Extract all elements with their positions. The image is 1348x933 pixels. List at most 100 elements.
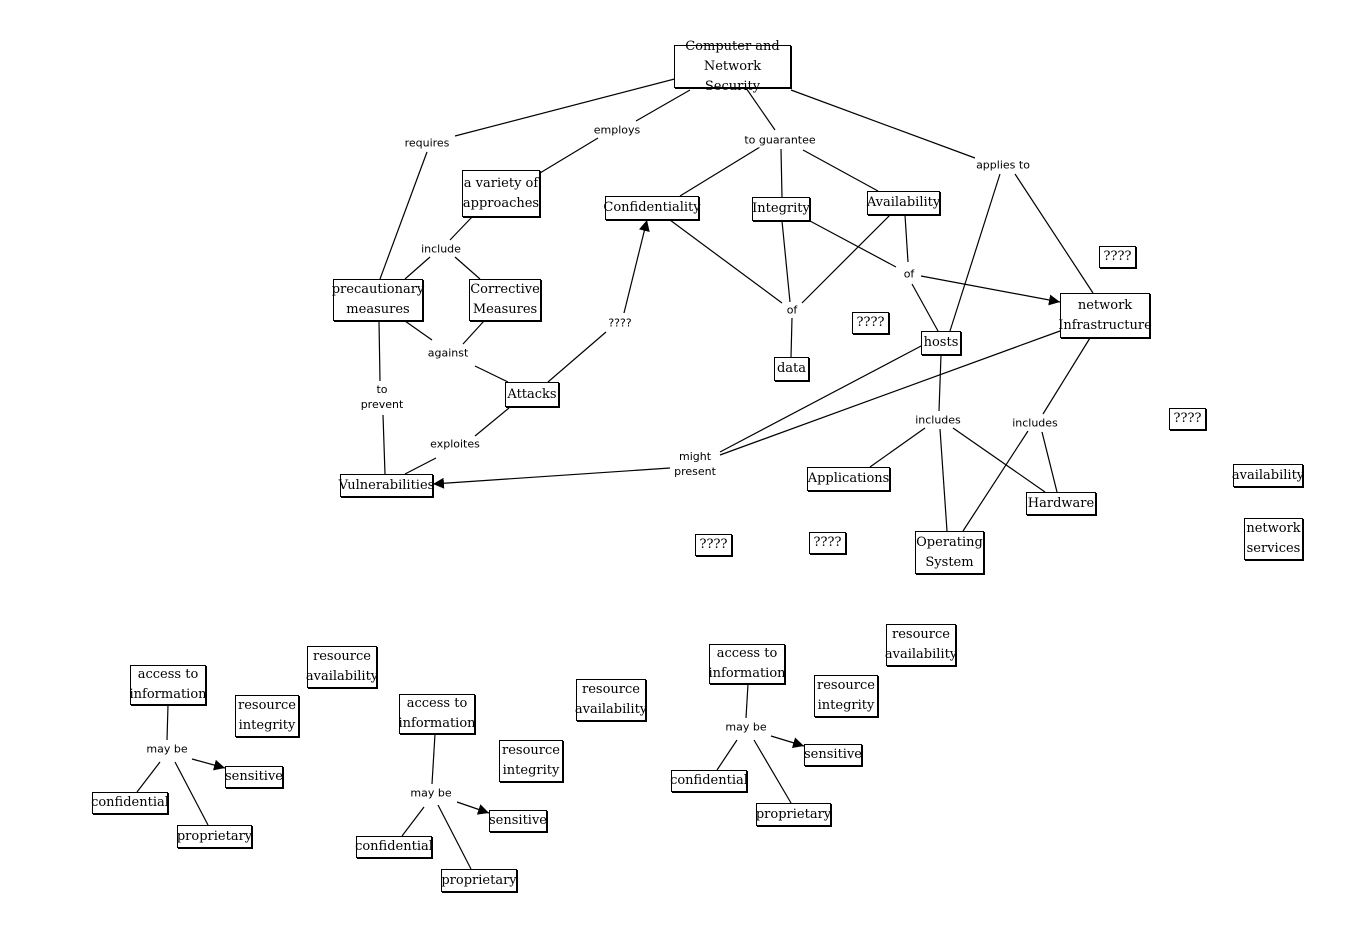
- node-c1-access-to-information[interactable]: access to information: [129, 665, 207, 705]
- node-variety-of-approaches[interactable]: a variety of approaches: [462, 170, 540, 217]
- link-label-of-data[interactable]: of: [785, 302, 799, 318]
- node-network-services[interactable]: network services: [1244, 518, 1303, 560]
- node-c3-resource-availability[interactable]: resource availability: [885, 624, 957, 666]
- node-c2-resource-availability[interactable]: resource availability: [575, 679, 647, 721]
- line-includes-operating-system-net: [962, 430, 1029, 532]
- line-guarantee-availability: [802, 149, 879, 192]
- line-guarantee-integrity: [780, 148, 783, 198]
- link-label-of-right[interactable]: of: [902, 266, 916, 282]
- line-c2-maybe-confidential: [401, 806, 425, 837]
- link-label-requires[interactable]: requires: [403, 135, 451, 151]
- line-hosts-might-present: [719, 344, 924, 453]
- node-attacks[interactable]: Attacks: [505, 382, 559, 407]
- node-hosts[interactable]: hosts: [921, 331, 961, 355]
- node-data[interactable]: data: [774, 357, 809, 381]
- node-vulnerabilities[interactable]: Vulnerabilities: [339, 474, 434, 497]
- line-guarantee-confidentiality: [679, 146, 761, 197]
- line-employs-approaches: [539, 137, 599, 174]
- node-c3-proprietary[interactable]: proprietary: [756, 803, 831, 826]
- line-precautionary-prevent: [378, 320, 381, 382]
- node-c3-resource-integrity[interactable]: resource integrity: [814, 675, 878, 717]
- line-precautionary-against: [404, 320, 433, 341]
- line-hosts-includes: [938, 354, 942, 412]
- line-includes-applications: [869, 427, 926, 468]
- line-cns-requires: [454, 74, 691, 137]
- node-c2-confidential[interactable]: confidential: [355, 836, 433, 858]
- node-corrective-measures[interactable]: Corrective Measures: [469, 279, 541, 321]
- node-c1-proprietary[interactable]: proprietary: [177, 825, 252, 848]
- node-network-infrastructure[interactable]: network Infrastructure: [1058, 293, 1152, 338]
- line-attacks-unknown: [547, 331, 607, 383]
- node-c1-resource-integrity[interactable]: resource integrity: [235, 695, 299, 737]
- link-label-might-present[interactable]: might present: [673, 449, 717, 479]
- line-c2-maybe-proprietary: [437, 804, 472, 870]
- line-unknown-confidentiality: [623, 219, 650, 314]
- line-confidentiality-data-of: [669, 219, 783, 304]
- line-network-includes: [1042, 337, 1091, 415]
- node-unknown-right[interactable]: ????: [1169, 408, 1206, 430]
- line-includes-operating-system: [939, 428, 948, 532]
- node-c1-confidential[interactable]: confidential: [91, 792, 169, 814]
- link-label-employs[interactable]: employs: [592, 122, 642, 138]
- link-label-applies-to[interactable]: applies to: [975, 157, 1031, 173]
- node-c2-proprietary[interactable]: proprietary: [441, 869, 517, 892]
- line-exploites-vulnerabilities: [404, 457, 437, 475]
- node-c2-sensitive[interactable]: sensitive: [489, 810, 547, 832]
- node-precautionary-measures[interactable]: precautionary measures: [332, 279, 424, 321]
- line-of-network: [920, 275, 1061, 306]
- line-network-might-present: [719, 330, 1061, 456]
- line-of-data: [790, 317, 793, 358]
- line-requires-precautionary: [379, 151, 428, 280]
- node-applications[interactable]: Applications: [807, 467, 890, 491]
- line-prevent-vulnerabilities: [382, 414, 386, 475]
- line-c3-access-maybe: [745, 683, 749, 719]
- line-c2-maybe-sensitive: [456, 801, 490, 815]
- node-operating-system[interactable]: Operating System: [915, 531, 984, 574]
- node-unknown-bottom-b[interactable]: ????: [809, 532, 846, 554]
- node-confidentiality[interactable]: Confidentiality: [603, 196, 701, 220]
- line-includes-hardware-net: [1041, 431, 1058, 493]
- line-availability-data-of: [801, 214, 891, 304]
- link-label-c3-may-be[interactable]: may be: [724, 719, 768, 735]
- line-against-attacks: [474, 365, 509, 383]
- link-label-unknown-attacks[interactable]: ????: [607, 315, 633, 331]
- line-corrective-against: [462, 320, 485, 345]
- line-approaches-include: [449, 216, 473, 241]
- node-c3-sensitive[interactable]: sensitive: [804, 744, 862, 766]
- link-label-include[interactable]: include: [420, 241, 462, 257]
- link-label-to-guarantee[interactable]: to guarantee: [743, 132, 817, 148]
- line-c3-maybe-proprietary: [753, 739, 792, 804]
- node-unknown-bottom-a[interactable]: ????: [695, 534, 732, 556]
- line-c1-maybe-sensitive: [191, 758, 226, 771]
- line-c1-maybe-confidential: [136, 761, 161, 793]
- line-attacks-exploites: [474, 407, 510, 437]
- node-computer-network-security[interactable]: Computer and Network Security: [674, 39, 791, 94]
- node-availability[interactable]: Availability: [867, 191, 940, 215]
- line-of-hosts: [911, 283, 939, 332]
- node-c2-resource-integrity[interactable]: resource integrity: [499, 740, 563, 782]
- line-cns-employs: [635, 89, 691, 122]
- line-include-corrective: [454, 256, 481, 280]
- link-label-includes-network[interactable]: includes: [1011, 415, 1059, 431]
- node-hardware[interactable]: Hardware: [1026, 492, 1096, 515]
- node-c3-confidential[interactable]: confidential: [670, 770, 748, 792]
- node-c3-access-to-information[interactable]: access to information: [708, 644, 786, 684]
- node-c2-access-to-information[interactable]: access to information: [398, 694, 476, 734]
- line-might-present-vulnerabilities: [432, 467, 671, 489]
- line-applies-network: [1014, 173, 1094, 294]
- link-label-includes-hosts[interactable]: includes: [914, 412, 962, 428]
- node-unknown-top-right[interactable]: ????: [1099, 246, 1136, 268]
- node-unknown-middle[interactable]: ????: [852, 312, 889, 334]
- node-c1-sensitive[interactable]: sensitive: [225, 766, 283, 788]
- node-c1-resource-availability[interactable]: resource availability: [306, 646, 378, 688]
- line-c1-access-maybe: [166, 704, 169, 741]
- link-label-exploites[interactable]: exploites: [429, 436, 481, 452]
- link-label-to-prevent[interactable]: to prevent: [359, 382, 405, 412]
- node-integrity[interactable]: Integrity: [752, 197, 810, 221]
- link-label-against[interactable]: against: [426, 345, 470, 361]
- link-label-c2-may-be[interactable]: may be: [409, 785, 453, 801]
- node-availability-right[interactable]: availability: [1232, 464, 1304, 487]
- link-label-c1-may-be[interactable]: may be: [145, 741, 189, 757]
